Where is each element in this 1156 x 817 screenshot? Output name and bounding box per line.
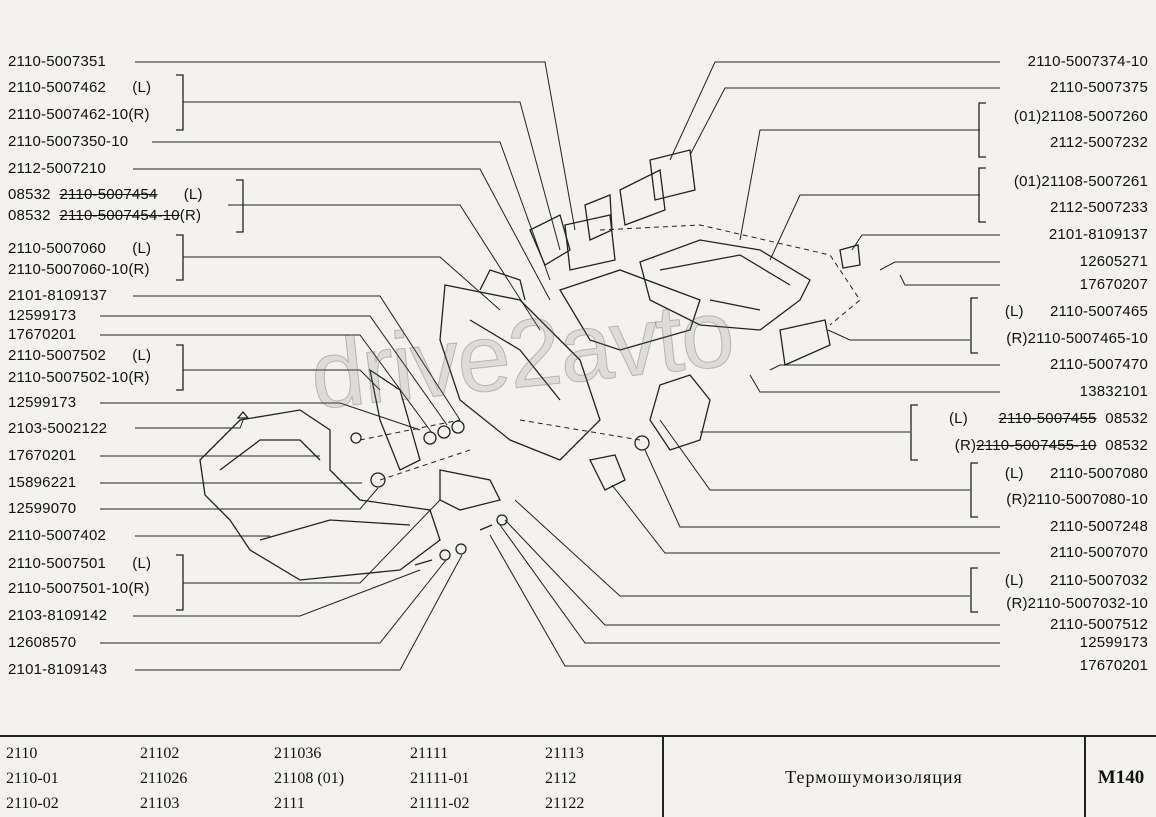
seat-insulation-part <box>199 409 441 581</box>
part-label: 2112-5007233 <box>1049 199 1148 216</box>
part-label: (L) 2110-5007455 08532 <box>948 410 1148 427</box>
part-label: (R)2110-5007455-10 08532 <box>954 437 1148 454</box>
model-number: 21122 <box>545 795 585 812</box>
part-label: 2112-5007232 <box>1049 134 1148 151</box>
model-number: 2111 <box>274 795 305 812</box>
part-label: 08532 2110-5007454-10(R) <box>8 207 202 224</box>
part-label: 2110-5007512 <box>1049 616 1148 633</box>
part-label: 17670201 <box>8 326 77 343</box>
part-label: 2101-8109143 <box>8 661 108 678</box>
divider <box>662 737 664 817</box>
part-label: 2110-5007462 (L) <box>8 79 152 96</box>
model-number: 211036 <box>274 745 322 762</box>
exploded-view-drawing <box>100 61 1000 671</box>
parts-diagram: drive2avto 2110-5007351 2110-5007462 (L)… <box>8 53 1148 678</box>
part-label: 2110-5007462-10(R) <box>8 106 150 123</box>
model-number: 2112 <box>545 770 577 787</box>
tunnel-insulation-part <box>559 269 701 351</box>
page-title: Термошумоизоляция <box>785 767 963 787</box>
model-number: 21102 <box>140 745 180 762</box>
model-number: 21113 <box>545 745 584 762</box>
part-label: 12599173 <box>8 394 77 411</box>
part-label: 2110-5007375 <box>1049 79 1148 96</box>
part-label: 2101-8109137 <box>1048 226 1148 243</box>
model-column: 21111 21111-01 21111-02 <box>410 741 470 816</box>
divider <box>1084 737 1086 817</box>
model-column: 21102 211026 21103 <box>140 741 187 816</box>
bracket-part <box>369 368 421 471</box>
part-label: 13832101 <box>1079 383 1148 400</box>
part-label: (R)2110-5007032-10 <box>1006 595 1148 612</box>
footer-table: 2110 2110-01 2110-02 21102 211026 21103 … <box>0 735 1156 817</box>
model-number: 21103 <box>140 795 180 812</box>
model-column: 21113 2112 21122 <box>545 741 584 816</box>
part-label: 15896221 <box>8 474 77 491</box>
part-label: 17670201 <box>1079 657 1148 674</box>
part-label: (R)2110-5007080-10 <box>1006 491 1148 508</box>
part-label: 2110-5007374-10 <box>1027 53 1148 70</box>
model-number: 21111-02 <box>410 795 470 812</box>
part-label: 2110-5007470 <box>1049 356 1148 373</box>
part-label: (L) 2110-5007032 <box>1004 572 1148 589</box>
part-label: 2112-5007210 <box>8 160 107 177</box>
part-label: (01)21108-5007260 <box>1013 108 1148 125</box>
model-column: 211036 21108 (01) 2111 <box>274 741 344 816</box>
heater-insulation-part <box>649 374 711 451</box>
side-pad-part <box>779 319 831 366</box>
part-label: 17670207 <box>1079 276 1148 293</box>
model-number: 2110-02 <box>6 795 59 812</box>
page-code: M140 <box>1097 767 1145 788</box>
part-label: 12599070 <box>8 500 77 517</box>
part-label: (L) 2110-5007080 <box>1004 465 1148 482</box>
part-label: (R)2110-5007465-10 <box>1006 330 1148 347</box>
part-label: 12605271 <box>1079 253 1148 270</box>
part-label: 2110-5007501 (L) <box>8 555 152 572</box>
model-number: 2110-01 <box>6 770 59 787</box>
part-label: (L) 2110-5007465 <box>1004 303 1148 320</box>
part-label: 2110-5007502-10(R) <box>8 369 150 386</box>
part-label: 2110-5007070 <box>1049 544 1148 561</box>
part-label: 12608570 <box>8 634 77 651</box>
part-label: (01)21108-5007261 <box>1013 173 1148 190</box>
part-label: 17670201 <box>8 447 77 464</box>
part-label: 2110-5007060 (L) <box>8 240 152 257</box>
part-label: 2103-8109142 <box>8 607 108 624</box>
part-label: 12599173 <box>1079 634 1148 651</box>
part-label: 12599173 <box>8 307 77 324</box>
model-number: 21111 <box>410 745 449 762</box>
model-number: 21111-01 <box>410 770 470 787</box>
part-label: 08532 2110-5007454 (L) <box>8 186 203 203</box>
part-label: 2110-5007351 <box>8 53 107 70</box>
part-label: 2110-5007060-10(R) <box>8 261 150 278</box>
floor-mat-part <box>639 239 811 331</box>
part-label: 2110-5007402 <box>8 527 107 544</box>
model-column: 2110 2110-01 2110-02 <box>6 741 59 816</box>
part-label: 2110-5007501-10(R) <box>8 580 150 597</box>
part-label: 2101-8109137 <box>8 287 108 304</box>
part-label: 2110-5007350-10 <box>8 133 129 150</box>
part-label: 2103-5002122 <box>8 420 108 437</box>
dash-panel-insulation-part <box>439 284 601 461</box>
model-number: 2110 <box>6 745 38 762</box>
model-number: 211026 <box>140 770 188 787</box>
part-label: 2110-5007502 (L) <box>8 347 152 364</box>
model-number: 21108 (01) <box>274 770 345 787</box>
part-label: 2110-5007248 <box>1049 518 1148 535</box>
